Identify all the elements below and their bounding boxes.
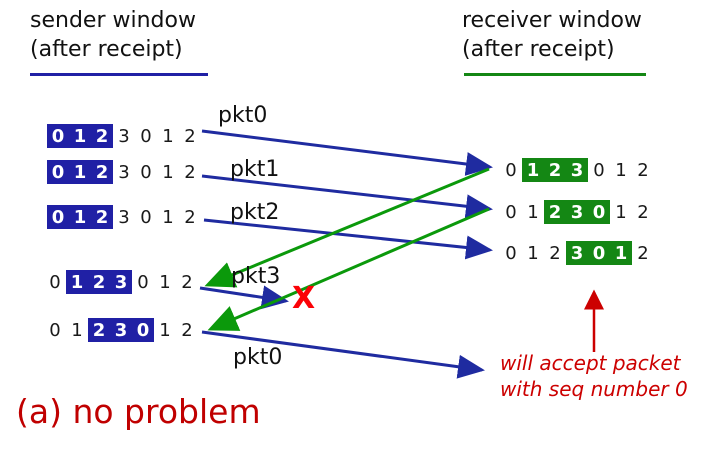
- seq-digit: 3: [118, 206, 130, 228]
- seq-digit: 3: [566, 158, 588, 182]
- ack-arrow-1: [204, 167, 490, 288]
- seq-digit: 2: [184, 206, 196, 228]
- sender-title-underline: [30, 73, 208, 76]
- receiver-window-title: receiver window (after receipt): [462, 8, 642, 62]
- seq-digit: 0: [505, 159, 517, 181]
- seq-digit: 0: [140, 206, 152, 228]
- seq-digit: 0: [49, 271, 61, 293]
- seq-digit: 0: [140, 125, 152, 147]
- seq-digit: 0: [588, 200, 610, 224]
- seq-digit: 2: [181, 319, 193, 341]
- seq-digit: 1: [71, 319, 83, 341]
- seq-digit: 1: [522, 158, 544, 182]
- seq-digit: 2: [637, 242, 649, 264]
- seq-digit: 0: [47, 124, 69, 148]
- packet-loss-x-mark: X: [292, 281, 316, 316]
- seq-digit: 0: [137, 271, 149, 293]
- accept-annotation: will accept packet with seq number 0: [500, 351, 688, 401]
- seq-digit: 2: [544, 200, 566, 224]
- seq-digit: 2: [544, 158, 566, 182]
- seq-digit: 0: [505, 201, 517, 223]
- seq-digit: 0: [47, 160, 69, 184]
- seq-digit: 2: [91, 205, 113, 229]
- seq-digit: 0: [593, 159, 605, 181]
- pkt0-retransmit-label: pkt0: [233, 345, 283, 370]
- seq-digit: 2: [88, 318, 110, 342]
- seq-digit: 1: [159, 271, 171, 293]
- seq-digit: 3: [110, 318, 132, 342]
- pkt2-label: pkt2: [230, 200, 280, 225]
- seq-digit: 2: [549, 242, 561, 264]
- seq-digit: 1: [615, 201, 627, 223]
- seq-digit: 0: [132, 318, 154, 342]
- pkt0-label: pkt0: [218, 103, 268, 128]
- packet-arrow-pkt1: [201, 174, 493, 219]
- ack-arrow-2: [207, 207, 490, 331]
- seq-digit: 0: [140, 161, 152, 183]
- seq-digit: 0: [588, 241, 610, 265]
- seq-digit: 3: [566, 241, 588, 265]
- seq-digit: 1: [69, 124, 91, 148]
- seq-digit: 0: [505, 242, 517, 264]
- seq-digit: 0: [47, 205, 69, 229]
- seq-digit: 1: [527, 242, 539, 264]
- seq-digit: 1: [615, 159, 627, 181]
- seq-digit: 0: [49, 319, 61, 341]
- seq-digit: 1: [610, 241, 632, 265]
- receiver-title-underline: [464, 73, 646, 76]
- seq-digit: 3: [566, 200, 588, 224]
- seq-digit: 1: [162, 206, 174, 228]
- seq-digit: 3: [118, 125, 130, 147]
- pkt3-label: pkt3: [231, 264, 281, 289]
- seq-digit: 1: [162, 161, 174, 183]
- figure-caption: (a) no problem: [16, 392, 261, 431]
- seq-digit: 1: [527, 201, 539, 223]
- seq-digit: 1: [159, 319, 171, 341]
- sender-window-title: sender window (after receipt): [30, 8, 196, 62]
- seq-digit: 2: [184, 125, 196, 147]
- seq-digit: 2: [637, 159, 649, 181]
- packet-arrow-pkt0-retransmit: [201, 330, 485, 379]
- seq-digit: 1: [66, 270, 88, 294]
- packet-arrow-pkt3-lost: [199, 285, 289, 310]
- seq-digit: 2: [91, 124, 113, 148]
- packet-arrow-pkt2: [203, 218, 493, 260]
- seq-digit: 1: [69, 160, 91, 184]
- seq-digit: 2: [88, 270, 110, 294]
- seq-digit: 3: [110, 270, 132, 294]
- seq-digit: 1: [69, 205, 91, 229]
- seq-digit: 2: [91, 160, 113, 184]
- seq-digit: 2: [184, 161, 196, 183]
- seq-digit: 3: [118, 161, 130, 183]
- pkt1-label: pkt1: [230, 157, 280, 182]
- seq-digit: 2: [181, 271, 193, 293]
- packet-arrow-pkt0: [201, 129, 493, 176]
- seq-digit: 1: [162, 125, 174, 147]
- seq-digit: 2: [637, 201, 649, 223]
